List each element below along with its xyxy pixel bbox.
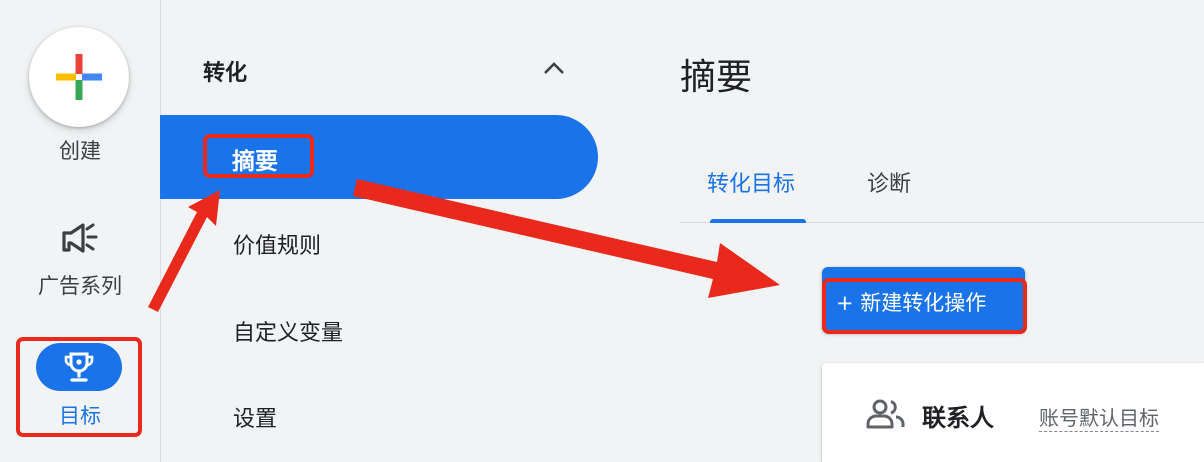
new-conversion-action-button[interactable]: + 新建转化操作	[822, 267, 1025, 333]
subnav-item-custom-variables[interactable]: 自定义变量	[233, 321, 344, 346]
create-label: 创建	[59, 139, 101, 163]
trophy-icon	[64, 352, 94, 382]
campaigns-label[interactable]: 广告系列	[38, 274, 122, 298]
chevron-up-icon[interactable]	[541, 58, 567, 78]
subnav-section-conversions[interactable]: 转化	[203, 61, 248, 86]
card-title: 联系人	[922, 404, 994, 432]
goals-label[interactable]: 目标	[59, 404, 101, 428]
goal-card[interactable]	[822, 363, 1204, 462]
create-button[interactable]	[29, 27, 129, 127]
left-rail: 创建 广告系列 目标	[0, 0, 161, 462]
megaphone-icon[interactable]	[60, 222, 100, 254]
people-icon	[866, 399, 905, 429]
subnav-item-settings[interactable]: 设置	[233, 407, 278, 432]
subnav-item-summary[interactable]: 摘要	[160, 115, 598, 199]
tab-diagnostics[interactable]: 诊断	[867, 172, 912, 197]
active-tab-indicator	[710, 219, 806, 223]
page-title: 摘要	[680, 57, 753, 98]
new-conversion-action-label: + 新建转化操作	[836, 291, 987, 315]
subnav-item-value-rules[interactable]: 价值规则	[233, 234, 322, 259]
subnav-item-summary-label: 摘要	[232, 149, 278, 175]
tabs-divider	[680, 222, 1204, 223]
goals-nav-item[interactable]	[36, 343, 122, 391]
card-subtitle[interactable]: 账号默认目标	[1039, 402, 1159, 432]
tab-conversion-goals[interactable]: 转化目标	[707, 172, 796, 197]
plus-icon	[56, 54, 102, 100]
